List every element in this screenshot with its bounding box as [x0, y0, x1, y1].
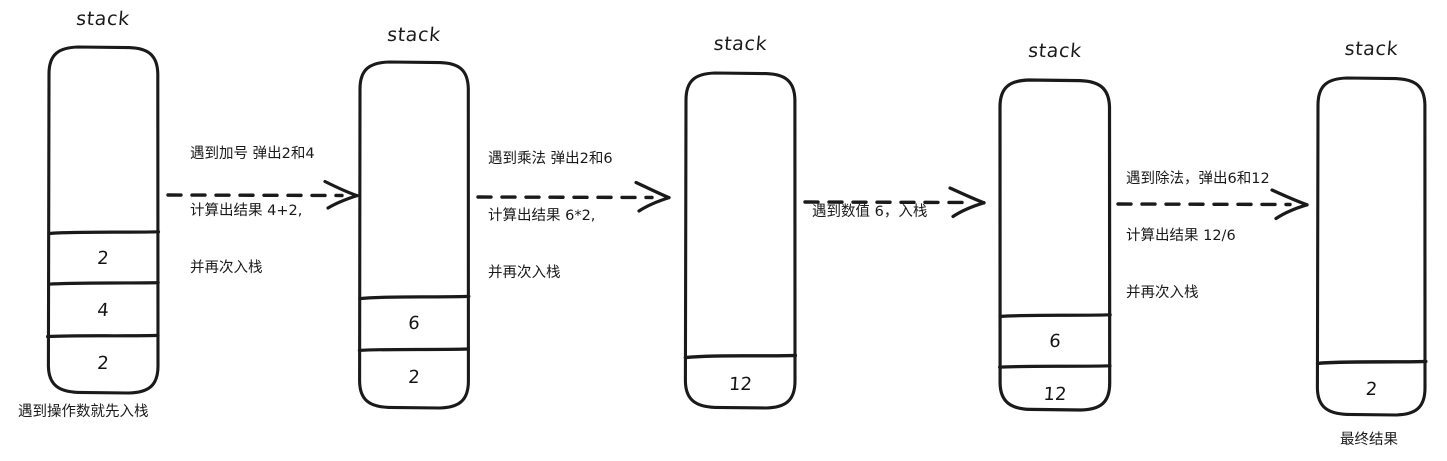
- transition-2-label-line-2: 计算出结果 6*2,: [488, 208, 596, 224]
- transition-4-label-line-1: 遇到除法，弹出6和12: [1126, 171, 1270, 187]
- stack-1-cell-1: 4: [96, 300, 110, 321]
- transition-4-arrow: [1116, 188, 1309, 221]
- stack-1-cell-0: 2: [96, 248, 110, 269]
- stack-5-dividers: [1315, 359, 1428, 366]
- stack-4-cell-1: 12: [1042, 384, 1068, 405]
- stack-4-title: stack: [1027, 40, 1083, 62]
- transition-3-arrow: [803, 186, 986, 219]
- stack-2-cell-1: 2: [407, 367, 421, 388]
- stack-1-dividers: [46, 230, 161, 339]
- stack-1-cell-2: 2: [96, 353, 110, 374]
- transition-4-label-line-3: 并再次入栈: [1126, 285, 1199, 301]
- transition-4-label-line-2: 计算出结果 12/6: [1126, 228, 1236, 244]
- transition-1-arrow: [166, 179, 359, 210]
- transition-3-label-line-1: 遇到数值 6，入栈: [812, 204, 928, 220]
- stack-5-caption: 最终结果: [1340, 432, 1398, 448]
- stack-4-cell-0: 6: [1048, 331, 1062, 352]
- stack-1-caption: 遇到操作数就先入栈: [18, 404, 149, 420]
- transition-2-label-line-1: 遇到乘法 弹出2和6: [488, 151, 613, 167]
- stack-3-cell-0: 12: [728, 374, 753, 395]
- stack-4-outline: [998, 78, 1112, 412]
- stack-2-outline: [358, 60, 470, 410]
- transition-1-label-line-2: 计算出结果 4+2,: [190, 203, 303, 219]
- transition-2-arrow: [476, 180, 671, 213]
- transition-2-label: 遇到乘法 弹出2和6 计算出结果 6*2, 并再次入栈: [488, 112, 613, 321]
- stack-5-cell-0: 2: [1365, 379, 1378, 400]
- transition-1-label-line-3: 并再次入栈: [190, 260, 263, 276]
- stack-2-title: stack: [386, 24, 442, 46]
- stack-1-outline: [46, 45, 160, 395]
- stack-4-dividers: [998, 313, 1112, 369]
- stack-1-title: stack: [75, 8, 131, 30]
- stack-5-outline: [1315, 76, 1427, 417]
- stack-2-cell-0: 6: [407, 313, 421, 334]
- stack-3-title: stack: [712, 33, 769, 55]
- stack-3-dividers: [683, 353, 798, 360]
- stack-5-title: stack: [1343, 38, 1400, 60]
- transition-1-label: 遇到加号 弹出2和4 计算出结果 4+2, 并再次入栈: [190, 107, 315, 316]
- transition-4-label: 遇到除法，弹出6和12 计算出结果 12/6 并再次入栈: [1126, 132, 1270, 341]
- transition-3-label: 遇到数值 6，入栈: [812, 165, 927, 260]
- transition-2-label-line-3: 并再次入栈: [488, 265, 561, 281]
- transition-1-label-line-1: 遇到加号 弹出2和4: [190, 146, 315, 162]
- stack-2-dividers: [357, 294, 471, 352]
- stack-3-outline: [683, 71, 797, 410]
